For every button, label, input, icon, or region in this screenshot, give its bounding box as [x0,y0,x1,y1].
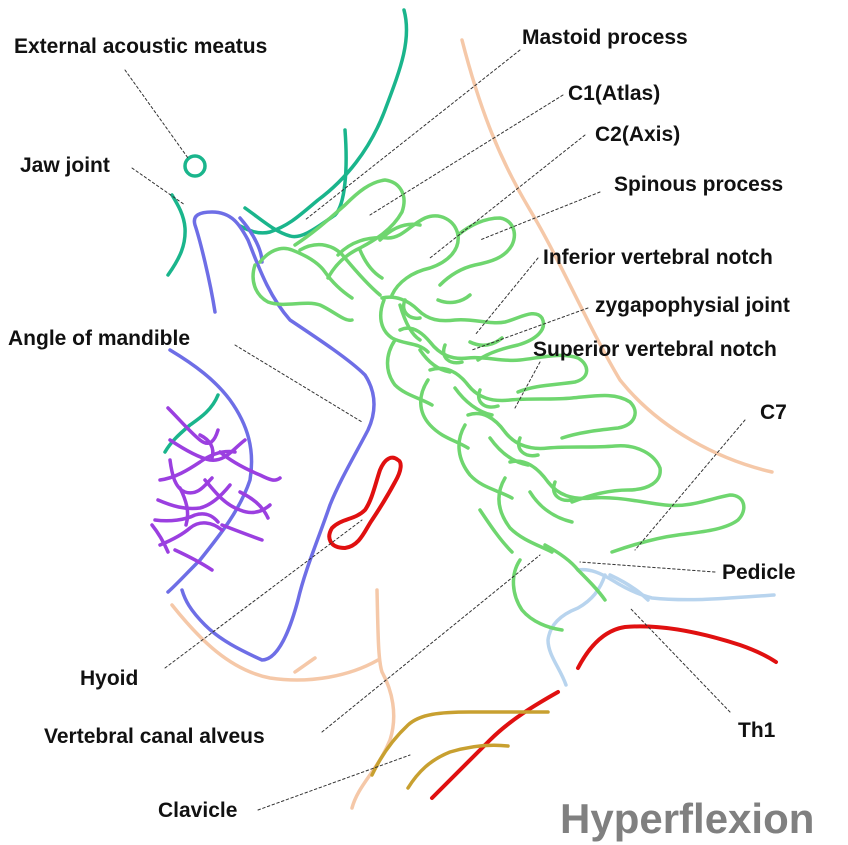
clavicle-lower [406,743,510,790]
pedicle-inner [608,573,650,602]
label-zygapophysial-joint: zygapophysial joint [595,294,790,317]
th1-body-line [430,690,560,800]
posterior-neck-contour [460,38,774,474]
mastoid-outline [243,128,348,239]
label-external-acoustic-meatus: External acoustic meatus [14,35,268,58]
label-c2-axis: C2(Axis) [595,123,681,146]
label-clavicle: Clavicle [158,799,238,822]
label-jaw-joint: Jaw joint [20,154,110,177]
label-vertebral-canal-alveus: Vertebral canal alveus [44,725,265,748]
diagram-title: Hyperflexion [560,795,815,842]
label-th1: Th1 [738,719,776,742]
anterior-neck-contour [170,603,380,682]
teeth [150,406,282,572]
mandible-body [166,348,254,594]
label-spinous-process: Spinous process [614,173,784,196]
mandible-ramus [180,210,376,662]
neck-fold [293,656,317,674]
label-c1-atlas: C1(Atlas) [568,82,661,105]
label-hyoid: Hyoid [80,667,139,690]
mandible-inner [238,216,264,264]
th1-vertebra [576,624,778,670]
clavicle-upper [370,710,550,777]
trachea-contour [350,588,396,810]
cervical-vertebrae [251,178,746,632]
label-inferior-vertebral-notch: Inferior vertebral notch [543,246,773,269]
label-c7: C7 [760,401,787,424]
label-mastoid-process: Mastoid process [522,26,688,49]
leader-lines [124,49,746,811]
external-acoustic-meatus-ring [183,154,207,178]
jaw-joint-outline [166,193,187,277]
label-angle-of-mandible: Angle of mandible [8,327,191,350]
lower-vertebra-outline [546,573,607,687]
label-superior-vertebral-notch: Superior vertebral notch [533,338,777,361]
label-pedicle: Pedicle [722,561,796,584]
skull-base-outline [238,8,409,235]
hyoid-bone [327,455,403,550]
